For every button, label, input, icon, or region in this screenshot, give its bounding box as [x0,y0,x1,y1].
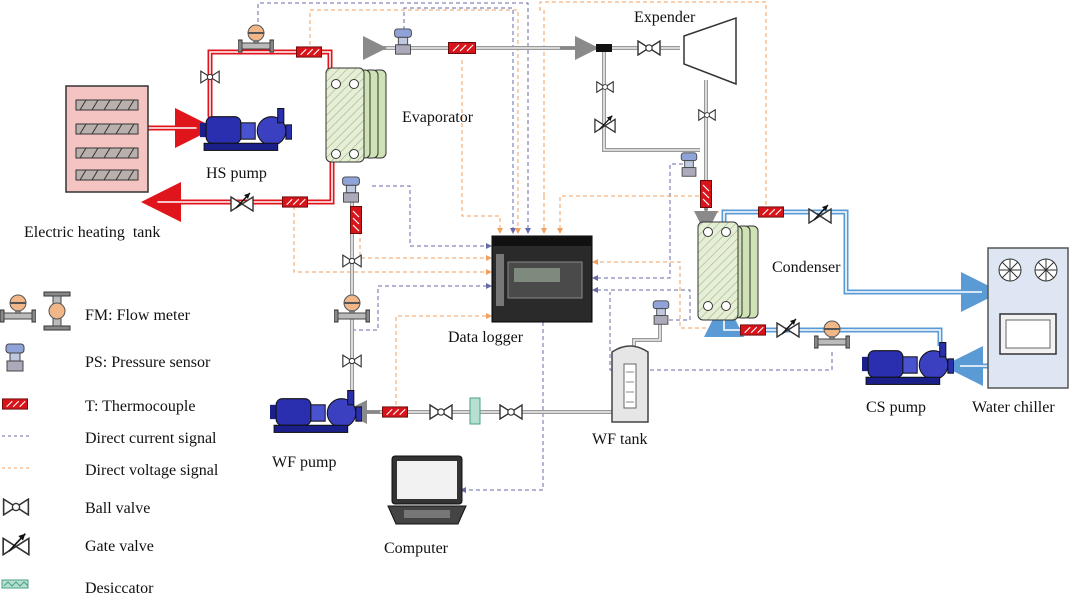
evap-thermocouple-icon [448,42,476,54]
data-logger-icon [491,235,593,323]
desiccator-icon [469,397,481,425]
wf-pump-icon [270,390,362,433]
condenser-return-thermocouple-icon [740,324,766,336]
computer-icon [387,455,467,525]
legend-text-voltage-signal: Direct voltage signal [85,462,219,479]
hs-gate-valve-icon [230,192,254,212]
expander-outlet-pressure-sensor-icon [680,152,698,177]
working-fluid-loop [343,36,718,424]
evap-pressure-sensor-icon [394,28,412,55]
expander [596,16,737,86]
hs-thermocouple-out-icon [282,196,308,208]
label-computer: Computer [384,540,449,557]
label-data-logger: Data logger [448,329,524,346]
label-hs-pump: HS pump [206,165,267,182]
wf-thermocouple-icon [382,406,408,418]
evaporator [325,67,387,163]
label-electric-heating-tank: Electric heating tank [24,224,160,241]
label-wf-tank: WF tank [592,431,648,448]
legend-text-current-signal: Direct current signal [85,430,217,447]
wf-inlet-ball-valve-a-icon [429,404,453,420]
legend-flow-meter-vertical-icon [43,291,71,331]
cs-pump-icon [862,342,954,385]
wf-inlet-ball-valve-b-icon [499,404,523,420]
cold-source-loop [704,209,1001,386]
legend: FM: Flow meter PS: Pressure sensor T: Th… [0,291,219,597]
condenser-cold-thermocouple-icon [758,206,784,218]
legend-gate-valve-icon [2,532,30,556]
condenser-gate-valve-icon [808,204,832,224]
hs-pump-icon [200,108,292,151]
label-evaporator: Evaporator [402,109,474,126]
cs-flow-meter-icon [814,320,850,349]
legend-text-pressure-sensor: PS: Pressure sensor [85,354,211,371]
legend-text-gate-valve: Gate valve [85,538,154,555]
current-signal-wires [257,2,833,493]
label-cs-pump: CS pump [866,399,926,416]
water-chiller-icon [987,247,1069,389]
label-condenser: Condenser [772,259,841,276]
condenser-out-pressure-sensor-icon [652,300,670,325]
legend-ball-valve-icon [2,498,30,516]
expander-inlet-ball-valve-icon [637,40,661,56]
legend-text-desiccator: Desiccator [85,580,154,597]
pump-out-thermocouple-icon [350,206,362,234]
wf-tank-icon [611,345,649,423]
legend-thermocouple-icon [2,398,28,410]
cs-gate-valve-icon [776,318,800,338]
hs-thermocouple-in-icon [296,46,322,58]
hs-flow-meter-icon [238,24,274,53]
condenser [697,221,759,321]
expander-outlet-thermocouple-icon [700,180,712,208]
label-water-chiller: Water chiller [972,399,1055,416]
legend-text-ball-valve: Ball valve [85,500,150,517]
legend-flow-meter-icon [0,294,36,323]
wf-flow-meter-icon [334,294,370,323]
label-expender: Expender [634,9,696,26]
label-wf-pump: WF pump [272,454,336,471]
legend-text-thermocouple: T: Thermocouple [85,398,195,415]
legend-text-flow-meter: FM: Flow meter [85,307,191,324]
legend-desiccator-icon [1,579,29,589]
pump-out-pressure-sensor-icon [342,176,360,203]
electric-heating-tank [65,85,149,193]
legend-pressure-sensor-icon [5,343,25,372]
